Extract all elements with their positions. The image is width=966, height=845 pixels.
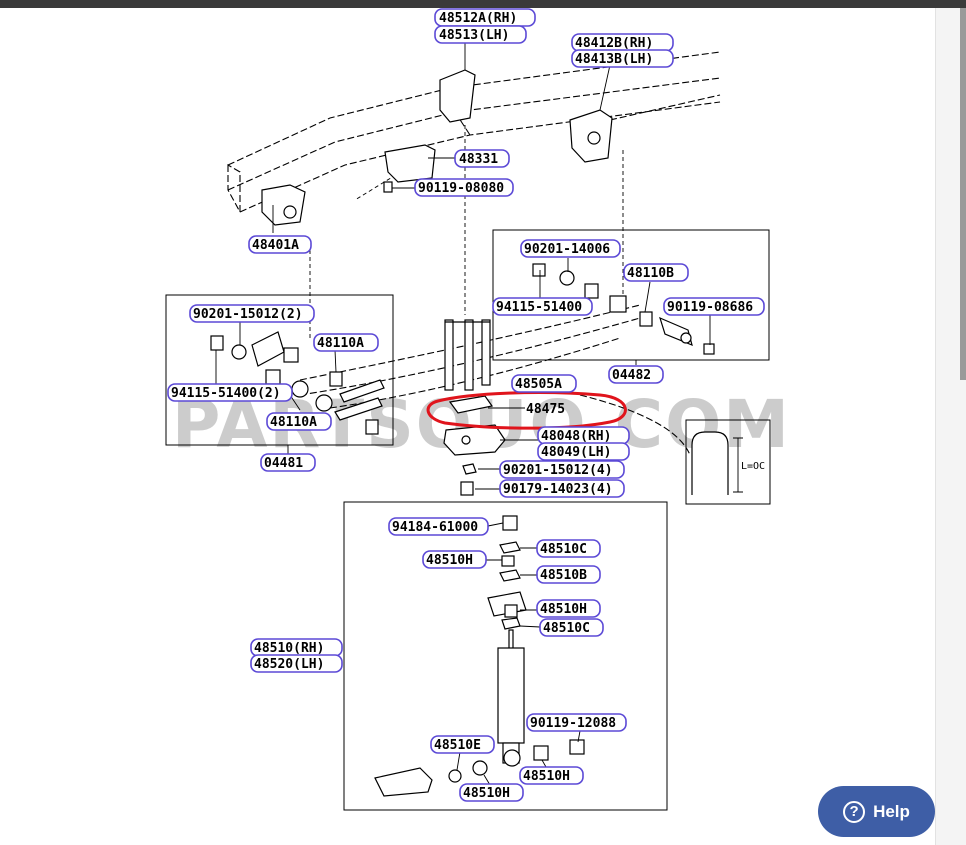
svg-text:48510H: 48510H	[523, 769, 570, 784]
svg-text:94115-51400(2): 94115-51400(2)	[171, 386, 281, 401]
shackle-parts-right	[532, 263, 715, 355]
bracket-hole	[587, 131, 601, 145]
group-box-04481	[165, 294, 394, 446]
callout-90201-15012-2[interactable]: 90201-15012(2)	[189, 304, 315, 323]
svg-text:48520(LH): 48520(LH)	[254, 657, 324, 672]
svg-text:48510C: 48510C	[543, 621, 590, 636]
callout-90119-12088[interactable]: 90119-12088	[526, 713, 627, 732]
callout-48510h-3[interactable]: 48510H	[519, 766, 584, 785]
group-box-04482	[492, 229, 770, 361]
scrollbar-thumb[interactable]	[960, 8, 966, 380]
callout-48110a-bottom[interactable]: 48110A	[266, 412, 332, 431]
callout-48475[interactable]: 48475	[526, 402, 565, 417]
callout-48510h-2[interactable]: 48510H	[536, 599, 601, 618]
callout-94115-51400-right[interactable]: 94115-51400	[492, 297, 593, 316]
question-circle-icon: ?	[843, 800, 866, 823]
callout-04482[interactable]: 04482	[608, 365, 664, 384]
callout-90119-08080[interactable]: 90119-08080	[414, 178, 514, 197]
callout-48510c-1[interactable]: 48510C	[536, 539, 601, 558]
callout-90201-14006[interactable]: 90201-14006	[520, 239, 621, 258]
svg-text:48510(RH): 48510(RH)	[254, 641, 324, 656]
bolt	[383, 181, 393, 193]
callout-48331[interactable]: 48331	[454, 149, 510, 168]
callout-48412b-rh[interactable]: 48412B(RH)	[571, 33, 674, 52]
spring-seat-parts	[443, 395, 506, 496]
callout-90201-15012-4[interactable]: 90201-15012(4)	[499, 460, 625, 479]
svg-text:90201-15012(2): 90201-15012(2)	[193, 307, 303, 322]
inset-u-bolt-drawing: L=OC	[691, 431, 765, 495]
svg-text:48049(LH): 48049(LH)	[541, 445, 611, 460]
callout-48510c-2[interactable]: 48510C	[539, 618, 604, 637]
svg-text:90119-08686: 90119-08686	[667, 300, 753, 315]
shackle-parts-left	[210, 331, 385, 435]
svg-text:90119-12088: 90119-12088	[530, 716, 616, 731]
callout-48413b-lh[interactable]: 48413B(LH)	[571, 49, 674, 68]
bracket-48331-shape	[384, 144, 436, 183]
help-button-label: Help	[873, 801, 910, 821]
svg-text:48505A: 48505A	[515, 377, 562, 392]
callout-90119-08686[interactable]: 90119-08686	[663, 297, 765, 316]
svg-text:90201-14006: 90201-14006	[524, 242, 610, 257]
parts-diagram: PARTSOUQ.COM	[165, 8, 789, 811]
svg-text:48331: 48331	[459, 152, 498, 167]
svg-text:94115-51400: 94115-51400	[496, 300, 582, 315]
callout-48520-lh[interactable]: 48520(LH)	[250, 654, 343, 673]
svg-text:48510H: 48510H	[426, 553, 473, 568]
callout-48048-rh[interactable]: 48048(RH)	[537, 426, 630, 445]
svg-text:48412B(RH): 48412B(RH)	[575, 36, 653, 51]
bracket-48401a-shape	[261, 184, 306, 226]
callout-48110a-top[interactable]: 48110A	[313, 333, 379, 352]
callout-48512a-rh[interactable]: 48512A(RH)	[434, 8, 536, 27]
svg-text:04482: 04482	[612, 368, 651, 383]
callout-48510e[interactable]: 48510E	[430, 735, 495, 754]
bracket-48512a-shape	[439, 69, 476, 123]
callout-labels: 48512A(RH) 48513(LH) 48412B(RH) 48413B(L…	[167, 8, 765, 802]
svg-text:48513(LH): 48513(LH)	[439, 28, 509, 43]
svg-text:48110B: 48110B	[627, 266, 674, 281]
callout-48510h-1[interactable]: 48510H	[422, 550, 487, 569]
chassis-frame	[227, 51, 721, 213]
callout-48049-lh[interactable]: 48049(LH)	[537, 442, 630, 461]
callout-04481[interactable]: 04481	[260, 453, 316, 472]
svg-text:48510E: 48510E	[434, 738, 481, 753]
callout-48505a[interactable]: 48505A	[511, 374, 577, 393]
svg-text:04481: 04481	[264, 456, 303, 471]
svg-text:48510C: 48510C	[540, 542, 587, 557]
svg-text:90119-08080: 90119-08080	[418, 181, 504, 196]
svg-text:48048(RH): 48048(RH)	[541, 429, 611, 444]
group-box-shock-absorber	[343, 501, 668, 811]
bushing	[283, 205, 297, 219]
svg-text:48413B(LH): 48413B(LH)	[575, 52, 653, 67]
callout-48510b[interactable]: 48510B	[536, 565, 601, 584]
shock-absorber	[374, 515, 585, 797]
svg-text:48475: 48475	[526, 402, 565, 417]
svg-text:48510B: 48510B	[540, 568, 587, 583]
callout-48510h-4[interactable]: 48510H	[459, 783, 524, 802]
callout-48110b[interactable]: 48110B	[623, 263, 689, 282]
svg-text:48510H: 48510H	[540, 602, 587, 617]
window-top-bar	[0, 0, 966, 8]
help-button[interactable]: ? Help	[818, 786, 935, 837]
svg-text:48110A: 48110A	[317, 336, 364, 351]
inset-box-u-bolt-length	[685, 419, 771, 505]
callout-48510-rh[interactable]: 48510(RH)	[250, 638, 343, 657]
svg-text:48401A: 48401A	[252, 238, 299, 253]
callout-90179-14023-4[interactable]: 90179-14023(4)	[499, 479, 625, 498]
inset-dimension-label: L=OC	[741, 461, 765, 472]
callout-94184-61000[interactable]: 94184-61000	[388, 517, 489, 536]
svg-text:94184-61000: 94184-61000	[392, 520, 478, 535]
svg-text:48512A(RH): 48512A(RH)	[439, 11, 517, 26]
callout-48513-lh[interactable]: 48513(LH)	[434, 25, 527, 44]
callout-94115-51400-2[interactable]: 94115-51400(2)	[167, 383, 293, 402]
svg-text:90179-14023(4): 90179-14023(4)	[503, 482, 613, 497]
svg-text:90201-15012(4): 90201-15012(4)	[503, 463, 613, 478]
u-bolts	[444, 319, 491, 391]
svg-text:48110A: 48110A	[270, 415, 317, 430]
svg-text:48510H: 48510H	[463, 786, 510, 801]
callout-48401a[interactable]: 48401A	[248, 235, 312, 254]
